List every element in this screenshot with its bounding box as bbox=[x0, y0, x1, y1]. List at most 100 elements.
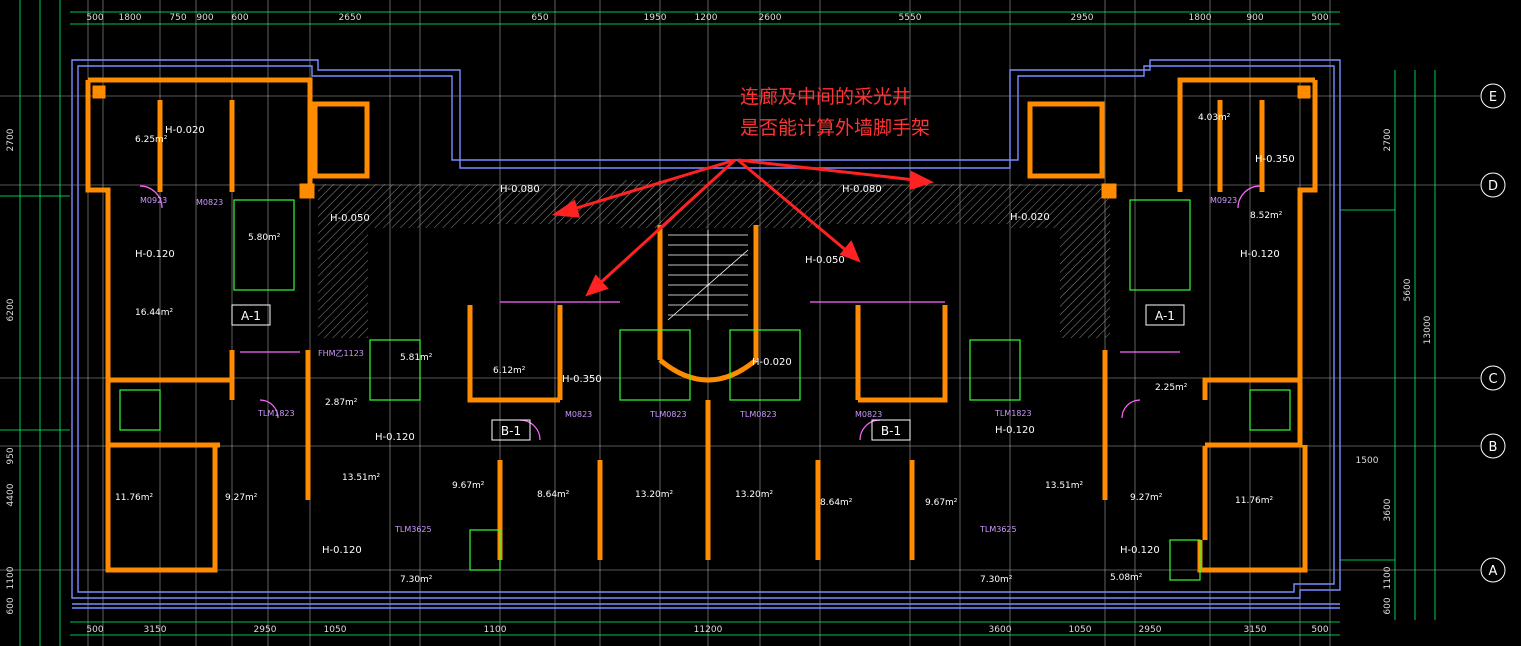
dim-bottom: 2950 bbox=[254, 625, 277, 635]
axis-label-a: A bbox=[1489, 564, 1498, 579]
dim-right: 600 bbox=[1383, 597, 1393, 614]
dim-left: 2700 bbox=[6, 128, 16, 151]
elevation: H-0.350 bbox=[562, 374, 602, 385]
dim-top: 1800 bbox=[1189, 13, 1212, 23]
dim-left: 1100 bbox=[6, 566, 16, 589]
dim-bottom: 3150 bbox=[144, 625, 167, 635]
elevation: H-0.020 bbox=[165, 125, 205, 136]
dim-top: 2600 bbox=[759, 13, 782, 23]
dim-bottom: 2950 bbox=[1139, 625, 1162, 635]
elevation: H-0.120 bbox=[995, 425, 1035, 436]
dim-bottom: 500 bbox=[86, 625, 103, 635]
dim-top: 5550 bbox=[899, 13, 922, 23]
dim-top: 900 bbox=[1246, 13, 1263, 23]
axis-label-d: D bbox=[1488, 179, 1498, 194]
axis-bubbles bbox=[1480, 83, 1506, 583]
elevation: H-0.020 bbox=[752, 357, 792, 368]
room-area: 11.76m² bbox=[1235, 496, 1274, 506]
annotation-line-1: 连廊及中间的采光井 bbox=[740, 86, 911, 108]
unit-tag: B-1 bbox=[501, 424, 521, 438]
dim-top: 750 bbox=[169, 13, 186, 23]
room-area: 5.08m² bbox=[1110, 573, 1143, 583]
room-area: 13.20m² bbox=[635, 490, 674, 500]
dim-left: 4400 bbox=[6, 483, 16, 506]
room-area: 16.44m² bbox=[135, 308, 174, 318]
elevation: H-0.120 bbox=[1120, 545, 1160, 556]
dim-left: 6200 bbox=[6, 298, 16, 321]
dim-left: 950 bbox=[6, 447, 16, 464]
room-area: 8.64m² bbox=[820, 498, 853, 508]
room-area: 8.64m² bbox=[537, 490, 570, 500]
elevation: H-0.080 bbox=[500, 184, 540, 195]
room-area: 13.51m² bbox=[342, 473, 381, 483]
room-area: 13.20m² bbox=[735, 490, 774, 500]
dim-bottom: 1100 bbox=[484, 625, 507, 635]
dim-right: 1500 bbox=[1356, 456, 1379, 466]
axis-label-b: B bbox=[1489, 440, 1498, 455]
unit-tag: A-1 bbox=[1155, 309, 1175, 323]
room-area: 9.67m² bbox=[925, 498, 958, 508]
room-area: 6.12m² bbox=[493, 366, 526, 376]
dim-right: 2700 bbox=[1383, 128, 1393, 151]
dim-top: 2650 bbox=[339, 13, 362, 23]
room-area: 7.30m² bbox=[400, 575, 433, 585]
dim-bottom: 11200 bbox=[694, 625, 723, 635]
room-area: 5.80m² bbox=[248, 233, 281, 243]
room-area: 11.76m² bbox=[115, 493, 154, 503]
walls bbox=[85, 77, 1318, 573]
dim-top: 500 bbox=[1311, 13, 1328, 23]
building-outline bbox=[71, 59, 1341, 609]
room-area: 13.51m² bbox=[1045, 481, 1084, 491]
dim-right: 1100 bbox=[1383, 566, 1393, 589]
dim-top: 1800 bbox=[119, 13, 142, 23]
dim-left: 600 bbox=[6, 597, 16, 614]
room-area: 4.03m² bbox=[1198, 113, 1231, 123]
door-code: TLM1823 bbox=[994, 409, 1032, 418]
room-area: 9.67m² bbox=[452, 481, 485, 491]
room-area: 9.27m² bbox=[1130, 493, 1163, 503]
elevation: H-0.080 bbox=[842, 184, 882, 195]
dim-top: 650 bbox=[531, 13, 548, 23]
door-code: TLM3625 bbox=[979, 525, 1017, 534]
dim-right: 3600 bbox=[1383, 498, 1393, 521]
axis-label-c: C bbox=[1488, 372, 1497, 387]
door-code: TLM0823 bbox=[649, 410, 687, 419]
unit-tag: A-1 bbox=[241, 309, 261, 323]
dim-top: 1950 bbox=[644, 13, 667, 23]
dimension-lines bbox=[0, 0, 1436, 646]
dim-top: 600 bbox=[231, 13, 248, 23]
dim-right: 5600 bbox=[1403, 278, 1413, 301]
elevation: H-0.120 bbox=[322, 545, 362, 556]
room-area: 5.81m² bbox=[400, 353, 433, 363]
dim-bottom: 3600 bbox=[989, 625, 1012, 635]
dim-bottom: 1050 bbox=[1069, 625, 1092, 635]
unit-tag: B-1 bbox=[881, 424, 901, 438]
axis-label-e: E bbox=[1489, 90, 1497, 105]
elevation: H-0.350 bbox=[1255, 154, 1295, 165]
room-area: 7.30m² bbox=[980, 575, 1013, 585]
dim-bottom: 3150 bbox=[1244, 625, 1267, 635]
elevation: H-0.050 bbox=[805, 255, 845, 266]
dim-bottom: 500 bbox=[1311, 625, 1328, 635]
corridor-hatch bbox=[318, 180, 1110, 338]
dim-right: 13000 bbox=[1423, 315, 1433, 344]
elevation: H-0.050 bbox=[330, 213, 370, 224]
dim-top: 2950 bbox=[1071, 13, 1094, 23]
room-area: 9.27m² bbox=[225, 493, 258, 503]
elevation: H-0.120 bbox=[135, 249, 175, 260]
door-code: TLM3625 bbox=[394, 525, 432, 534]
elevation: H-0.120 bbox=[375, 432, 415, 443]
annotation-line-2: 是否能计算外墙脚手架 bbox=[740, 117, 930, 139]
door-code: M0823 bbox=[565, 410, 592, 419]
stair bbox=[667, 230, 749, 321]
door-code: M0823 bbox=[196, 198, 223, 207]
room-area: 8.52m² bbox=[1250, 211, 1283, 221]
door-code: FHM乙1123 bbox=[318, 349, 364, 358]
room-area: 2.87m² bbox=[325, 398, 358, 408]
door-code: M0923 bbox=[1210, 196, 1237, 205]
elevation: H-0.120 bbox=[1240, 249, 1280, 260]
dim-top: 500 bbox=[86, 13, 103, 23]
fixtures bbox=[119, 199, 1291, 581]
room-area: 6.25m² bbox=[135, 135, 168, 145]
